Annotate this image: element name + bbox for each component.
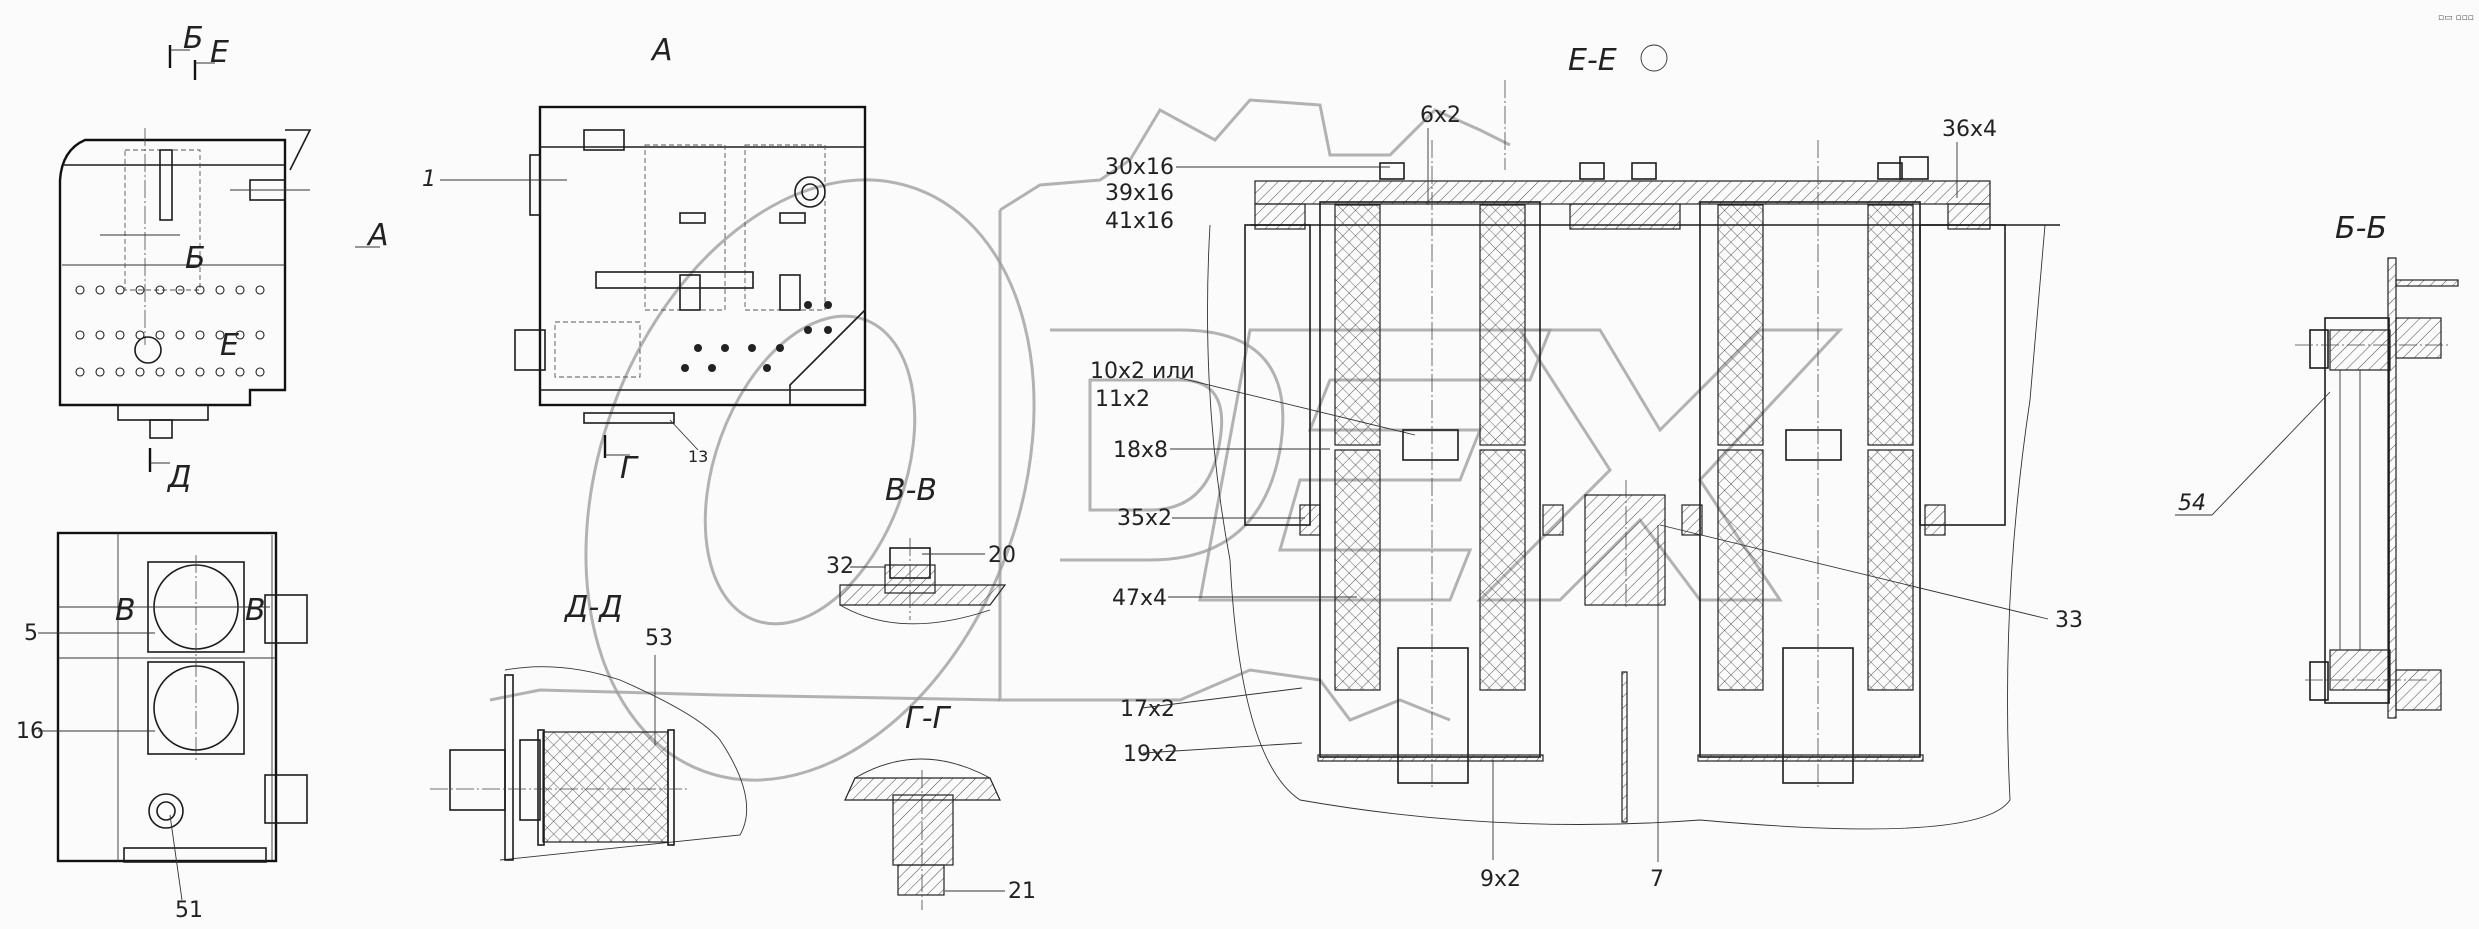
hole: [115, 367, 125, 377]
hole: [195, 285, 205, 295]
view-a-title: А: [650, 33, 673, 68]
section-ee: [1207, 80, 2060, 830]
hole: [824, 301, 832, 309]
callout-53: 53: [645, 626, 673, 651]
hole: [215, 367, 225, 377]
side-view: [56, 531, 308, 863]
hole: [681, 364, 689, 372]
hole: [215, 285, 225, 295]
hole: [95, 367, 105, 377]
section-bb-title: Б-Б: [2335, 211, 2387, 246]
hole: [95, 285, 105, 295]
hole: [721, 344, 729, 352]
callout-30x16: 30x16: [1105, 155, 1174, 180]
callout-19x2: 19x2: [1123, 742, 1178, 767]
callout-35x2: 35x2: [1117, 506, 1172, 531]
callout-5: 5: [24, 621, 38, 646]
section-bb: [2295, 257, 2459, 719]
hole: [155, 367, 165, 377]
corner-mark: ▫▭ ▫▫▫: [2438, 13, 2474, 23]
section-vv-title: В-В: [885, 473, 937, 508]
callout-13: 13: [688, 447, 708, 466]
callout-7: 7: [1650, 867, 1664, 892]
hole: [75, 285, 85, 295]
mounting-holes: [75, 285, 265, 377]
hole: [195, 367, 205, 377]
hole: [215, 330, 225, 340]
callout-11x2: 11x2: [1095, 387, 1150, 412]
section-mark-e-2: Е: [220, 328, 239, 363]
callout-32: 32: [826, 554, 854, 579]
callout-39x16: 39x16: [1105, 181, 1174, 206]
hole: [175, 330, 185, 340]
callout-17x2: 17x2: [1120, 697, 1175, 722]
callout-33: 33: [2055, 608, 2083, 633]
hole: [115, 330, 125, 340]
callout-20: 20: [988, 543, 1016, 568]
hole: [255, 285, 265, 295]
section-dd: [430, 666, 748, 861]
callout-21: 21: [1008, 879, 1036, 904]
section-mark-v: В: [115, 593, 136, 628]
hole: [694, 344, 702, 352]
hole: [776, 344, 784, 352]
hole: [195, 330, 205, 340]
front-view: [58, 45, 380, 472]
hole: [824, 326, 832, 334]
hole: [75, 330, 85, 340]
hole: [748, 344, 756, 352]
view-a: [440, 105, 867, 458]
section-mark-v-2: В: [245, 593, 266, 628]
callout-47x4: 47x4: [1112, 586, 1167, 611]
callout-41x16: 41x16: [1105, 209, 1174, 234]
hole: [804, 301, 812, 309]
hole: [255, 330, 265, 340]
hole: [708, 364, 716, 372]
rotation-icon: [1640, 44, 1668, 72]
section-mark-b: Б: [183, 21, 204, 56]
hole: [135, 367, 145, 377]
section-mark-b-2: Б: [185, 241, 206, 276]
hole: [155, 330, 165, 340]
section-dd-title: Д-Д: [563, 590, 623, 625]
section-gg-title: Г-Г: [905, 701, 952, 736]
section-mark-d: Д: [166, 460, 191, 495]
hole: [75, 367, 85, 377]
callout-6x2: 6x2: [1420, 103, 1461, 128]
hole: [175, 367, 185, 377]
callout-18x8: 18x8: [1113, 438, 1168, 463]
callout-54: 54: [2178, 491, 2206, 516]
section-mark-e: Е: [210, 35, 229, 70]
hole: [763, 364, 771, 372]
section-vv: [839, 538, 1007, 625]
hole: [235, 285, 245, 295]
hole: [135, 285, 145, 295]
view-arrow-a: А: [366, 218, 389, 253]
section-ee-title: Е-Е: [1568, 43, 1617, 78]
hole: [175, 285, 185, 295]
hole: [235, 367, 245, 377]
callout-1: 1: [422, 167, 436, 192]
hole: [95, 330, 105, 340]
hole: [255, 367, 265, 377]
callout-51: 51: [175, 898, 203, 923]
section-gg: [844, 758, 1001, 910]
callout-36x4: 36x4: [1942, 117, 1997, 142]
hole: [155, 285, 165, 295]
section-mark-g: Г: [620, 451, 639, 486]
hole: [235, 330, 245, 340]
hole: [804, 326, 812, 334]
hole: [115, 285, 125, 295]
callout-16: 16: [16, 719, 44, 744]
callout-9x2: 9x2: [1480, 867, 1521, 892]
callout-10x2: 10x2 или: [1090, 359, 1195, 384]
